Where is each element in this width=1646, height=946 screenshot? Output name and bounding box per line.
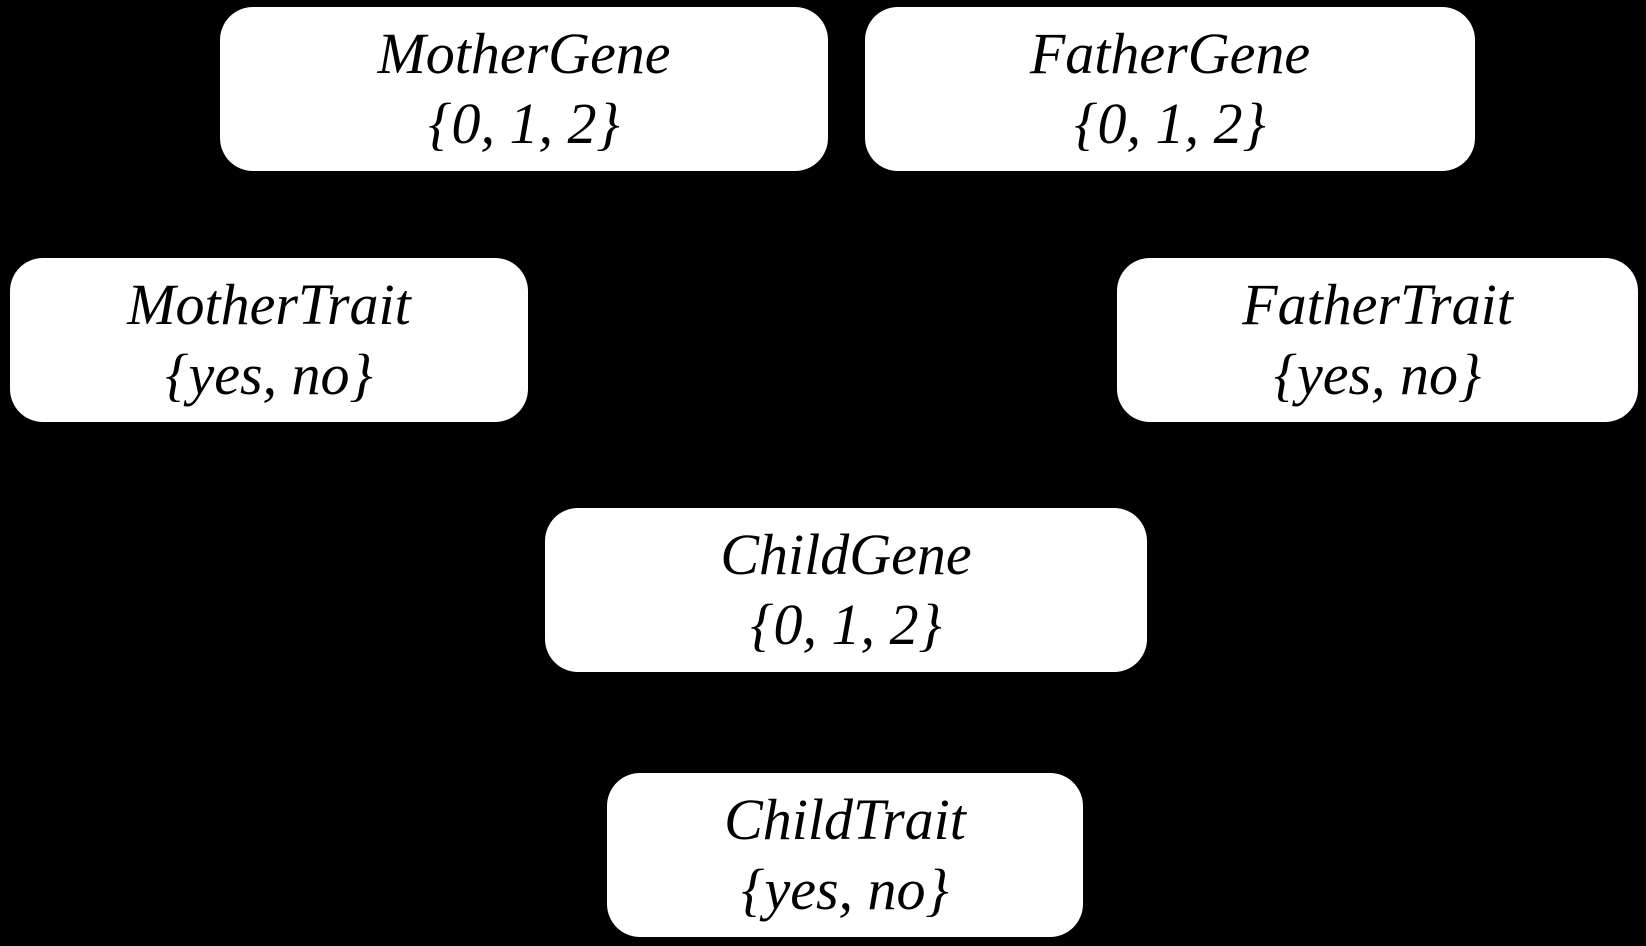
node-name-label: FatherTrait (1242, 272, 1513, 337)
node-name-label: MotherGene (377, 21, 671, 86)
node-domain-values: {yes, no} (1273, 342, 1482, 407)
node-domain-values: {yes, no} (741, 857, 949, 922)
node-name-label: ChildGene (720, 522, 972, 587)
node-domain-values: {yes, no} (165, 342, 373, 407)
node-father-trait: FatherTrait {yes, no} (1117, 258, 1638, 422)
node-domain-values: {0, 1, 2} (750, 592, 942, 657)
node-child-trait: ChildTrait {yes, no} (607, 773, 1083, 937)
node-domain-values: {0, 1, 2} (1074, 91, 1266, 156)
node-name-label: FatherGene (1029, 21, 1311, 86)
node-name-label: ChildTrait (724, 787, 966, 852)
node-father-gene: FatherGene {0, 1, 2} (865, 7, 1475, 171)
node-child-gene: ChildGene {0, 1, 2} (545, 508, 1147, 672)
node-mother-trait: MotherTrait {yes, no} (10, 258, 528, 422)
node-mother-gene: MotherGene {0, 1, 2} (220, 7, 828, 171)
node-domain-values: {0, 1, 2} (428, 91, 620, 156)
node-name-label: MotherTrait (127, 272, 411, 337)
